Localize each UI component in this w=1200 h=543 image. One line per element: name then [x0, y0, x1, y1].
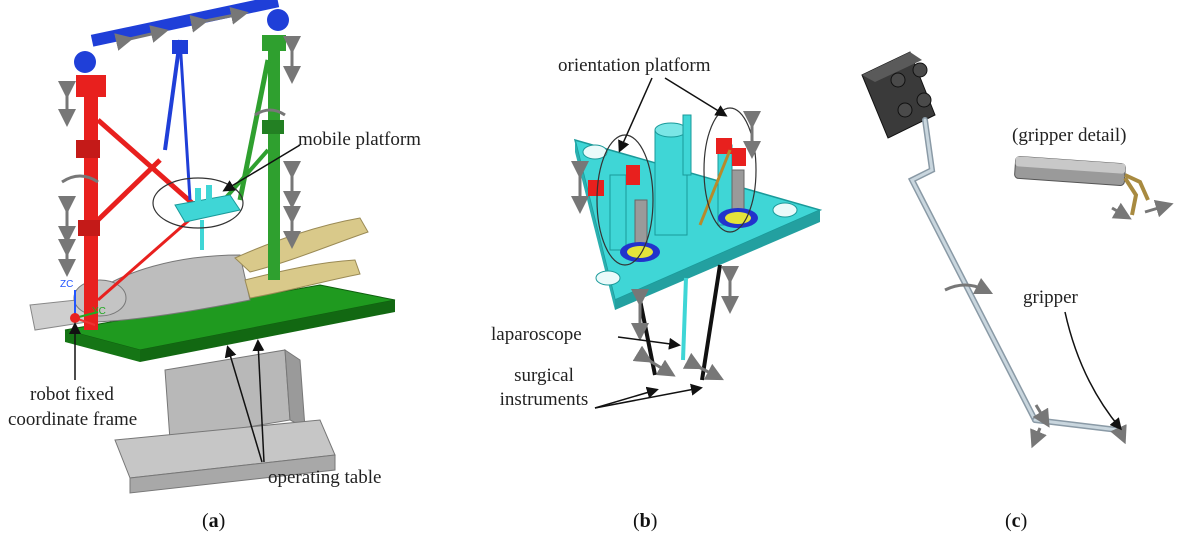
operating-table-top [29, 284, 396, 362]
panel-c-instrument: (gripper detail) gripper (c) [840, 0, 1200, 543]
gripper-label: gripper [1023, 287, 1078, 308]
operating-table-label: operating table [268, 467, 382, 488]
motion-arrows-b [571, 111, 761, 381]
mobile-platform-label: mobile platform [298, 129, 421, 150]
robot-frame-label-line2: coordinate frame [8, 408, 138, 431]
laparoscope-leader [617, 336, 681, 350]
gripper-leader [1064, 311, 1122, 431]
orientation-leader-left [618, 77, 653, 153]
panel-a-robot-overview: ZC YC mobile platform robot fixed coordi… [0, 0, 440, 543]
caption-c: (c) [1005, 510, 1028, 532]
table-leader-1 [224, 345, 263, 463]
operating-table-base [114, 349, 336, 494]
table-leader-2 [252, 339, 265, 463]
robot-frame-axes [70, 290, 99, 326]
surgical-label-line1: surgical [514, 365, 574, 386]
mobile-platform [152, 177, 244, 250]
blue-top-beam [74, 0, 289, 201]
caption-b: (b) [633, 510, 658, 532]
panel-b-platform-detail: orientation platform laparoscope surgica… [440, 0, 840, 543]
gripper-detail-label: (gripper detail) [1012, 125, 1127, 146]
platform-detail-illustration [571, 77, 823, 409]
caption-a: (a) [202, 510, 226, 532]
mobile-platform-leader [222, 144, 301, 192]
gripper-detail-inset [1014, 155, 1150, 216]
green-leg [213, 35, 286, 280]
robot-frame-label-line1: robot fixed [8, 383, 114, 406]
axis-z-label: ZC [60, 279, 73, 290]
red-leg [76, 75, 202, 330]
robot-overview-illustration: ZC YC [29, 0, 396, 494]
laparoscope-label: laparoscope [491, 324, 582, 345]
surgical-leader-2 [594, 383, 703, 409]
surgical-leader-1 [594, 386, 659, 409]
orientation-platform-label: orientation platform [558, 55, 711, 76]
central-column [654, 114, 692, 236]
axis-y-label: YC [92, 306, 106, 317]
surgical-label-line2: instruments [499, 389, 589, 410]
instrument-mount-block [861, 51, 936, 139]
instrument-illustration [861, 51, 1174, 449]
left-orientation-assembly [588, 134, 660, 266]
motion-arrows-c [944, 199, 1174, 449]
right-orientation-assembly [698, 107, 758, 233]
orientation-leader-right [664, 77, 728, 117]
motion-arrows-a [58, 6, 301, 277]
